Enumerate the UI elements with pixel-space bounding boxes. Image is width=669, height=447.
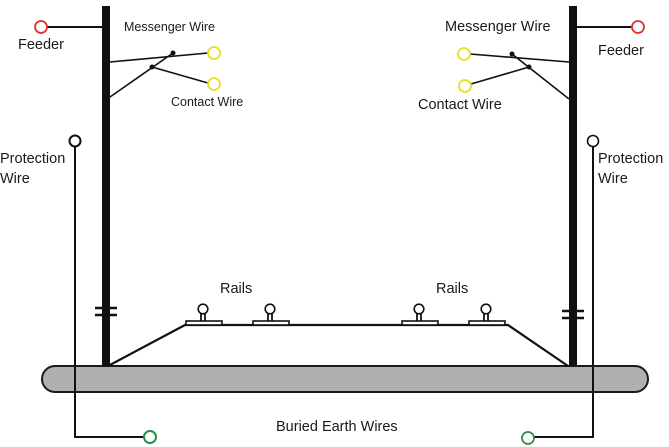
right-contact-terminal <box>458 79 472 93</box>
rail-1 <box>185 303 223 326</box>
buried-earth-label: Buried Earth Wires <box>276 419 398 435</box>
left-mast <box>102 6 110 366</box>
right-earth-terminal <box>521 431 535 445</box>
left-cantilever-bottom <box>109 52 174 98</box>
rail-2 <box>252 303 290 326</box>
right-mast <box>569 6 577 366</box>
right-protection-label-1: Protection <box>598 151 663 167</box>
left-feeder-label: Feeder <box>18 37 64 53</box>
right-cantilever-bottom <box>511 53 570 100</box>
right-feeder-terminal <box>631 20 645 34</box>
right-cantilever-top <box>469 53 570 63</box>
ground-bar <box>41 365 649 393</box>
left-protection-terminal <box>68 134 82 148</box>
left-rails-label: Rails <box>220 281 252 297</box>
left-protection-wire <box>74 147 144 438</box>
left-protection-label-1: Protection <box>0 151 65 167</box>
right-messenger-label: Messenger Wire <box>445 19 551 35</box>
left-feeder-terminal <box>34 20 48 34</box>
right-rails-label: Rails <box>436 281 468 297</box>
left-earth-terminal <box>143 430 157 444</box>
right-messenger-terminal <box>457 47 471 61</box>
left-messenger-terminal <box>207 46 221 60</box>
right-feeder-label: Feeder <box>598 43 644 59</box>
right-contact-label: Contact Wire <box>418 97 502 113</box>
track-bed <box>107 323 569 367</box>
right-protection-terminal <box>586 134 600 148</box>
left-contact-terminal <box>207 77 221 91</box>
rail-4 <box>468 303 506 326</box>
left-messenger-label: Messenger Wire <box>124 20 215 34</box>
right-protection-wire <box>534 147 594 438</box>
left-contact-label: Contact Wire <box>171 95 243 109</box>
left-cantilever-top <box>109 52 209 63</box>
rail-3 <box>401 303 439 326</box>
left-protection-label-2: Wire <box>0 171 30 187</box>
right-protection-label-2: Wire <box>598 171 628 187</box>
